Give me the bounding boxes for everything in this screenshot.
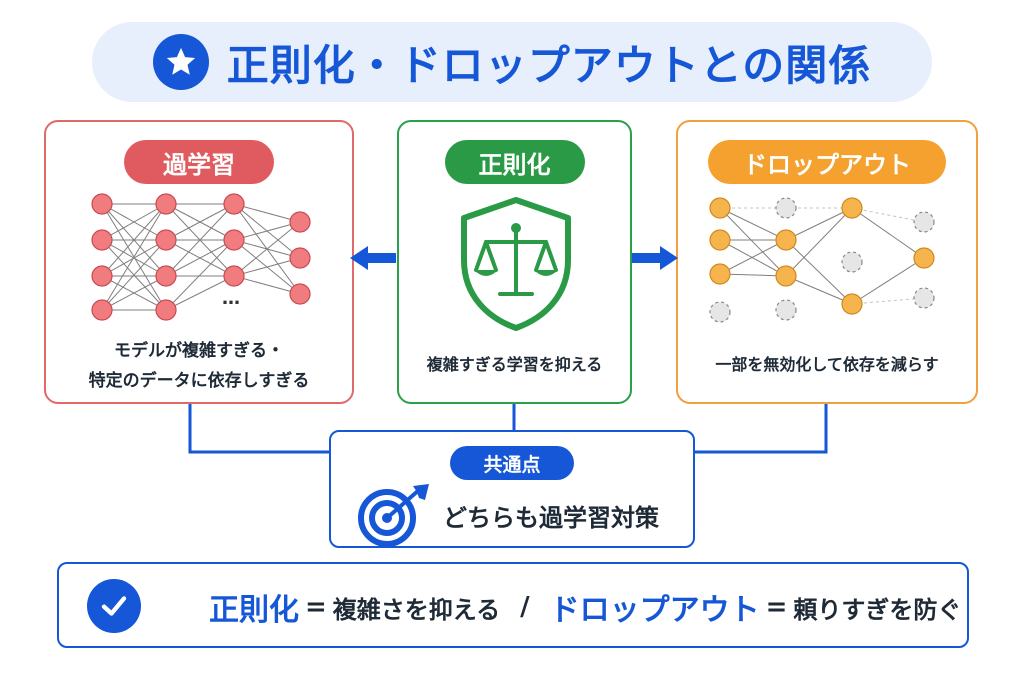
summary-equals-2: = — [765, 592, 788, 622]
summary-def-regularization: 複雑さを抑える — [332, 595, 501, 624]
common-point-box: 共通点 どちらも過学習対策 — [329, 430, 695, 548]
dropout-label: ドロップアウト — [708, 140, 946, 184]
overfitting-description: モデルが複雑すぎる・ 特定のデータに依存しすぎる — [46, 336, 352, 396]
overfitting-desc-line2: 特定のデータに依存しすぎる — [88, 371, 310, 391]
check-icon — [87, 579, 141, 633]
regularization-description: 複雑すぎる学習を抑える — [426, 355, 603, 374]
regularization-card: 正則化 複雑すぎる学習を抑える — [397, 120, 632, 404]
summary-term-dropout: ドロップアウト — [549, 593, 760, 628]
overfitting-desc-line1: モデルが複雑すぎる・ — [114, 341, 284, 361]
common-point-label: 共通点 — [450, 446, 574, 480]
dropout-description: 一部を無効化して依存を減らす — [715, 355, 939, 374]
overfitting-label: 過学習 — [124, 140, 274, 184]
dropout-network-icon — [709, 197, 935, 323]
summary-line: 正則化 = 複雑さを抑える / ドロップアウト = 頼りすぎを防ぐ — [209, 564, 961, 650]
overfitting-card: 過学習 … モデルが複雑すぎる・ 特定のデータに依存しすぎる — [44, 120, 354, 404]
summary-term-regularization: 正則化 — [209, 593, 299, 628]
dropout-card: ドロップアウト 一部を無効化して依存を — [676, 120, 978, 404]
overfitting-ellipsis: … — [222, 288, 240, 309]
common-point-text: どちらも過学習対策 — [443, 504, 659, 532]
summary-box: 正則化 = 複雑さを抑える / ドロップアウト = 頼りすぎを防ぐ — [57, 562, 969, 648]
title-banner: 正則化・ドロップアウトとの関係 — [92, 22, 932, 102]
arrow-right-icon — [632, 246, 678, 270]
overfitting-network-icon — [91, 193, 311, 321]
shield-scale-icon — [461, 197, 571, 331]
arrow-left-icon — [350, 246, 396, 270]
page-title: 正則化・ドロップアウトとの関係 — [226, 40, 872, 90]
summary-separator: / — [520, 592, 530, 622]
summary-def-dropout: 頼りすぎを防ぐ — [793, 595, 962, 624]
summary-equals-1: = — [305, 592, 327, 622]
target-icon — [358, 484, 429, 546]
regularization-label: 正則化 — [444, 140, 585, 184]
star-icon — [152, 34, 209, 90]
